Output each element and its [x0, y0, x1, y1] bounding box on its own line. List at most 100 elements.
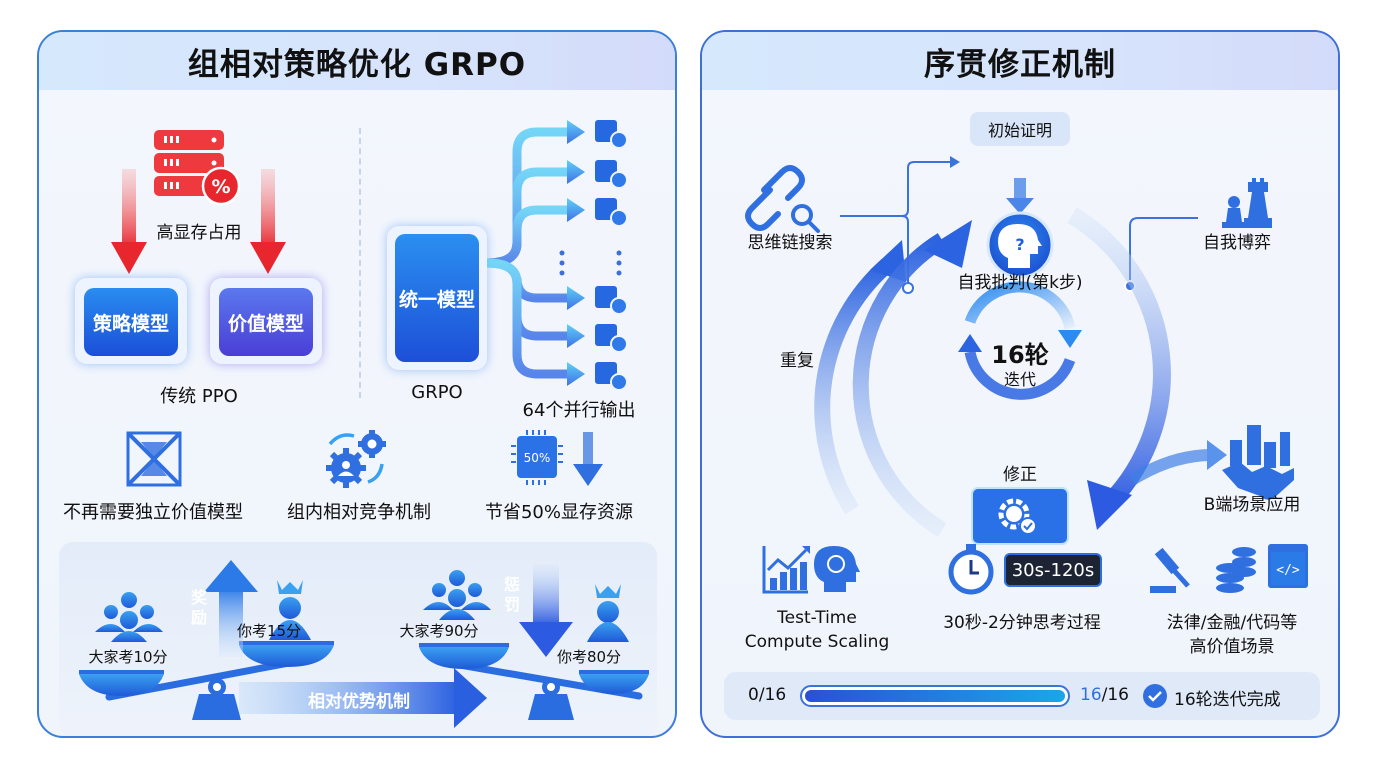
value-model-box: 价值模型 — [219, 288, 313, 356]
sequential-panel-title: 序贯修正机制 — [924, 46, 1116, 83]
check-circle-icon — [1143, 684, 1167, 708]
b2b-label: B端场景应用 — [1203, 495, 1301, 515]
output-icon — [595, 120, 628, 149]
progress-track — [800, 685, 1070, 707]
grpo-panel: 组相对策略优化 GRPO % — [37, 30, 677, 738]
fan-arrow — [487, 127, 574, 268]
self-critique-head-icon: ? — [986, 211, 1054, 279]
b2b-handshake-icon — [1222, 425, 1294, 500]
ppo-arrows — [111, 169, 286, 274]
chess-self-play-icon — [1222, 178, 1272, 228]
unified-model-box: 统一模型 — [395, 234, 479, 362]
test-time-line1: Test-Time — [777, 608, 857, 628]
fan-arrow-head — [567, 198, 585, 222]
output-icon — [595, 324, 628, 353]
balance-scale-1 — [79, 641, 334, 720]
svg-text:%: % — [211, 176, 230, 198]
sequential-panel-header: 序贯修正机制 — [702, 32, 1338, 90]
scene2-group-score: 大家考90分 — [399, 622, 479, 640]
fan-arrow-head — [567, 160, 585, 184]
chart-brain-icon — [762, 546, 860, 594]
output-icon — [595, 362, 628, 390]
grpo-panel-header: 组相对策略优化 GRPO — [39, 32, 675, 90]
rounds-label: 迭代 — [1003, 370, 1036, 389]
progress-current: 16/16 — [1080, 685, 1129, 705]
balance-scale-2 — [419, 643, 649, 720]
output-icon — [595, 198, 628, 227]
no-value-model-icon — [126, 431, 182, 487]
high-value-line2: 高价值场景 — [1189, 637, 1275, 657]
ppo-caption: 传统 PPO — [160, 386, 238, 407]
group-people-icon-1 — [95, 592, 163, 642]
crowned-person-icon-2 — [587, 584, 629, 642]
server-memory-icon: % — [154, 130, 241, 206]
progress-fill — [805, 690, 1065, 702]
crowned-person-icon-1 — [269, 580, 311, 640]
section-divider — [359, 128, 361, 398]
progress-status: 16轮迭代完成 — [1174, 690, 1281, 710]
repeat-arc-inner — [852, 233, 947, 537]
sequential-correction-panel: 序贯修正机制 — [700, 30, 1340, 738]
connector-lines — [840, 161, 1198, 286]
correction-arc — [1067, 207, 1171, 517]
progress-total: /16 — [1101, 685, 1129, 705]
correction-gear-box — [971, 487, 1069, 545]
high-value-line1: 法律/金融/代码等 — [1166, 613, 1298, 633]
feature-group-competition: 组内相对竞争机制 — [287, 502, 431, 523]
reward-arrow — [204, 560, 258, 657]
chip-percent-text: 50% — [524, 451, 551, 465]
chip-50-icon: 50% — [511, 430, 603, 486]
grpo-caption: GRPO — [411, 382, 463, 403]
policy-model-box: 策略模型 — [84, 288, 178, 356]
rounds-number: 16轮 — [991, 341, 1049, 369]
fan-arrow-head — [567, 324, 585, 348]
relative-advantage-arrow — [239, 668, 487, 728]
progress-current-value: 16 — [1080, 685, 1102, 705]
iteration-cycle-icon — [958, 281, 1082, 400]
fan-arrow-head — [567, 286, 585, 310]
iteration-progress: 0/16 16/16 16轮迭代完成 — [724, 672, 1320, 720]
fan-arrow-head — [567, 362, 585, 386]
feature-no-value-model: 不再需要独立价值模型 — [63, 502, 243, 523]
chain-search-icon — [745, 165, 820, 233]
group-people-icon-2 — [423, 570, 491, 620]
high-memory-label: 高显存占用 — [156, 223, 242, 243]
self-critique-label: 自我批判(第k步) — [957, 273, 1083, 293]
thinking-time-label: 30秒-2分钟思考过程 — [943, 613, 1101, 633]
red-arrow-left-icon — [111, 169, 147, 274]
gears-competition-icon — [326, 430, 386, 488]
grpo-panel-title: 组相对策略优化 GRPO — [187, 46, 527, 83]
scene2-your-score: 你考80分 — [556, 648, 622, 666]
fan-arrow — [487, 205, 574, 268]
relative-advantage-label: 相对优势机制 — [308, 692, 410, 712]
relative-advantage-diagram — [79, 560, 649, 728]
cot-search-label: 思维链搜索 — [747, 233, 833, 253]
scene1-your-score: 你考15分 — [236, 622, 302, 640]
penalty-arrow — [519, 564, 573, 657]
test-time-line2: Compute Scaling — [744, 632, 890, 652]
fan-arrow-head — [567, 120, 585, 144]
feature-memory-saving: 节省50%显存资源 — [484, 502, 633, 523]
progress-start: 0/16 — [748, 685, 787, 705]
correction-label: 修正 — [1003, 465, 1037, 485]
scene1-group-score: 大家考10分 — [88, 648, 168, 666]
initial-proof-box: 初始证明 — [970, 112, 1070, 146]
fan-arrow — [487, 167, 574, 268]
reward-label: 奖励 — [190, 588, 207, 627]
svg-text:</>: </> — [1276, 563, 1300, 578]
correction-cycle-diagram: ? — [745, 156, 1294, 545]
parallel-output-arrows — [487, 120, 628, 390]
repeat-arc-outer — [814, 258, 893, 515]
fan-arrow — [487, 258, 574, 379]
gavel-coins-code-icon: </> — [1150, 544, 1308, 593]
repeat-label: 重复 — [780, 351, 814, 371]
output-icon — [595, 286, 628, 315]
parallel-outputs-caption: 64个并行输出 — [522, 400, 636, 421]
svg-text:?: ? — [1015, 235, 1024, 254]
output-icon — [595, 160, 628, 189]
penalty-label: 惩罚 — [503, 575, 520, 614]
time-range-tag: 30s-120s — [1004, 553, 1102, 587]
stopwatch-icon — [948, 544, 994, 595]
red-arrow-right-icon — [250, 169, 286, 274]
self-play-label: 自我博弈 — [1203, 233, 1271, 253]
